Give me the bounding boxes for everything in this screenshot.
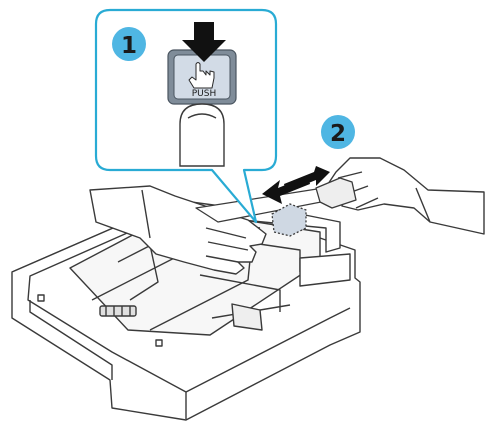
tray-hole-left <box>38 295 44 301</box>
step-1-label: 1 <box>121 33 137 59</box>
pressing-finger <box>180 104 224 166</box>
step-2-label: 2 <box>330 121 346 147</box>
tray-roller <box>100 306 136 316</box>
tray-hole-right <box>156 340 162 346</box>
step-1-badge: 1 <box>112 27 146 61</box>
step-2-badge: 2 <box>321 115 355 149</box>
tray-right-wall <box>300 254 350 286</box>
push-label: PUSH <box>192 89 217 99</box>
